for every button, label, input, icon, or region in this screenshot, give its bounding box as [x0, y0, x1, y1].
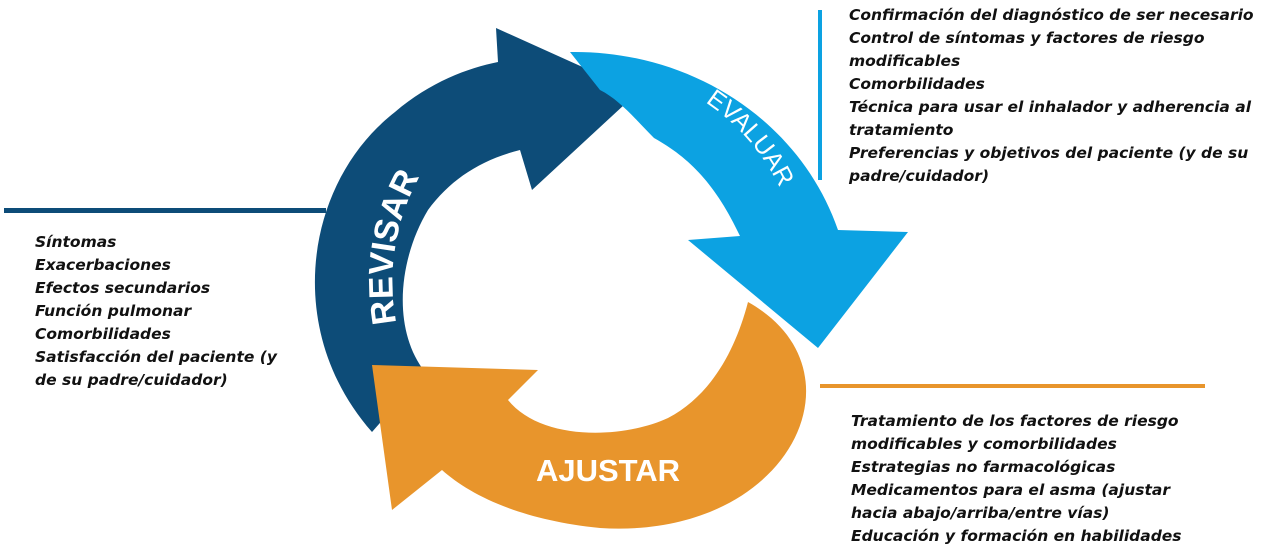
evaluar-item: Técnica para usar el inhalador y adheren… — [849, 98, 1252, 116]
evaluar-item: Preferencias y objetivos del paciente (y… — [849, 144, 1249, 162]
revisar-connector-line — [4, 208, 326, 213]
revisar-arrow — [314, 28, 638, 432]
ajustar-item: Estrategias no farmacológicas — [851, 458, 1116, 476]
ajustar-connector-line — [820, 384, 1205, 388]
revisar-item: Satisfacción del paciente (y — [35, 348, 277, 366]
revisar-item: de su padre/cuidador) — [35, 371, 228, 389]
revisar-item: Función pulmonar — [35, 302, 192, 320]
ajustar-item: hacia abajo/arriba/entre vías) — [851, 504, 1110, 522]
evaluar-item: modificables — [849, 52, 961, 70]
evaluar-item-list: Confirmación del diagnóstico de ser nece… — [849, 4, 1254, 188]
ajustar-item-list: Tratamiento de los factores de riesgo mod… — [851, 410, 1182, 548]
ajustar-item: modificables y comorbilidades — [851, 435, 1117, 453]
evaluar-connector-line — [818, 10, 822, 180]
revisar-item: Comorbilidades — [35, 325, 171, 343]
ajustar-item: Educación y formación en habilidades — [851, 527, 1182, 545]
revisar-item: Exacerbaciones — [35, 256, 171, 274]
revisar-item: Efectos secundarios — [35, 279, 211, 297]
evaluar-item: Confirmación del diagnóstico de ser nece… — [849, 6, 1254, 24]
ajustar-item: Tratamiento de los factores de riesgo — [851, 412, 1179, 430]
evaluar-item: Control de síntomas y factores de riesgo — [849, 29, 1205, 47]
evaluar-item: tratamiento — [849, 121, 954, 139]
ajustar-label: AJUSTAR — [536, 453, 680, 488]
evaluar-item: Comorbilidades — [849, 75, 985, 93]
evaluar-arrow — [570, 51, 908, 348]
evaluar-item: padre/cuidador) — [849, 167, 990, 185]
ajustar-item: Medicamentos para el asma (ajustar — [851, 481, 1170, 499]
ajustar-arrow — [372, 302, 807, 529]
revisar-item: Síntomas — [35, 233, 117, 251]
